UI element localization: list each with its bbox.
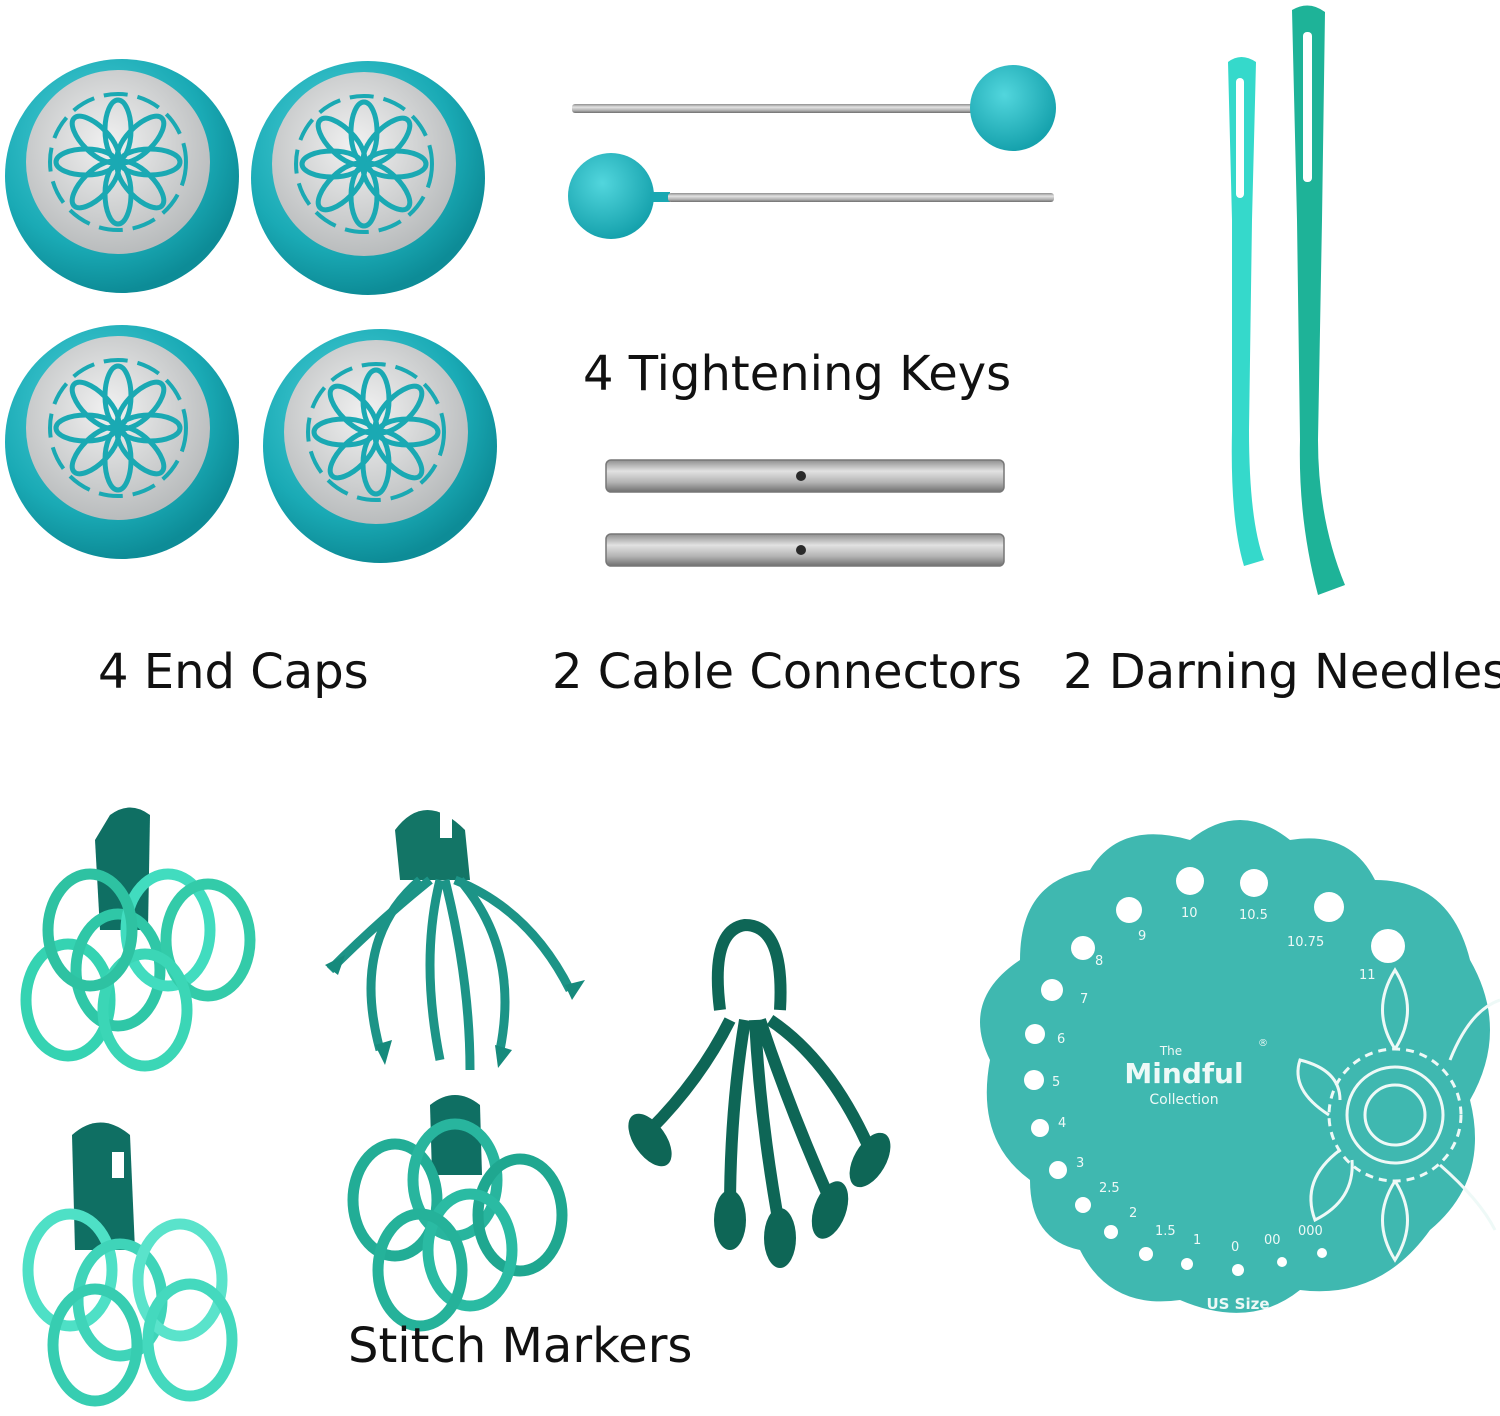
stitch-markers-label: Stitch Markers: [348, 1318, 693, 1374]
gauge-size-1-5: 1.5: [1155, 1224, 1176, 1239]
gauge-size-7: 7: [1080, 992, 1088, 1007]
cable-connector-2: [605, 533, 1005, 567]
gauge-size-8: 8: [1095, 954, 1103, 969]
gauge-size-6: 6: [1057, 1032, 1065, 1047]
gauge-size-5: 5: [1052, 1075, 1060, 1090]
gauge-size-3: 3: [1076, 1156, 1084, 1171]
end-cap-4: [263, 329, 497, 563]
gauge-unit-label: US Size: [1206, 1295, 1269, 1313]
cable-connector-1: [605, 459, 1005, 493]
stitch-marker-group-2: [325, 810, 585, 1071]
stitch-marker-group-5: [645, 918, 876, 1232]
tightening-keys-label: 4 Tightening Keys: [583, 346, 1012, 402]
darning-needles-label: 2 Darning Needles: [1063, 644, 1500, 700]
gauge-size-11: 11: [1359, 968, 1376, 983]
gauge-size-0: 0: [1231, 1240, 1239, 1255]
brand-registered: ®: [1258, 1038, 1268, 1049]
gauge-size-00: 00: [1264, 1233, 1281, 1248]
brand-the: The: [1159, 1044, 1182, 1058]
cable-connectors-label: 2 Cable Connectors: [552, 644, 1022, 700]
gauge-size-10-5: 10.5: [1239, 908, 1268, 923]
tightening-key-1: [572, 65, 1056, 151]
end-cap-1: [5, 59, 239, 293]
end-caps-label: 4 End Caps: [98, 644, 369, 700]
stitch-marker-group-3: [28, 1122, 232, 1402]
gauge-size-000: 000: [1298, 1224, 1323, 1239]
darning-needle-small: [1228, 57, 1264, 566]
needle-gauge: 11 10.75 10.5 10 9 8 7 6 5 4 3 2.5 2 1.5…: [980, 820, 1500, 1313]
end-cap-2: [251, 61, 485, 295]
gauge-size-4: 4: [1058, 1116, 1066, 1131]
gauge-size-2-5: 2.5: [1099, 1181, 1120, 1196]
brand-collection: Collection: [1149, 1092, 1218, 1108]
stitch-marker-group-4: [353, 1095, 562, 1326]
gauge-size-10: 10: [1181, 906, 1198, 921]
stitch-marker-group-1: [26, 807, 250, 1067]
brand-name: Mindful: [1124, 1057, 1243, 1090]
gauge-size-1: 1: [1193, 1233, 1201, 1248]
tightening-key-2: [568, 153, 1054, 239]
gauge-size-10-75: 10.75: [1287, 935, 1324, 950]
gauge-size-9: 9: [1138, 929, 1146, 944]
end-cap-3: [5, 325, 239, 559]
mandala-decoration: [1296, 967, 1500, 1263]
darning-needle-large: [1292, 5, 1345, 596]
gauge-size-2: 2: [1129, 1206, 1137, 1221]
